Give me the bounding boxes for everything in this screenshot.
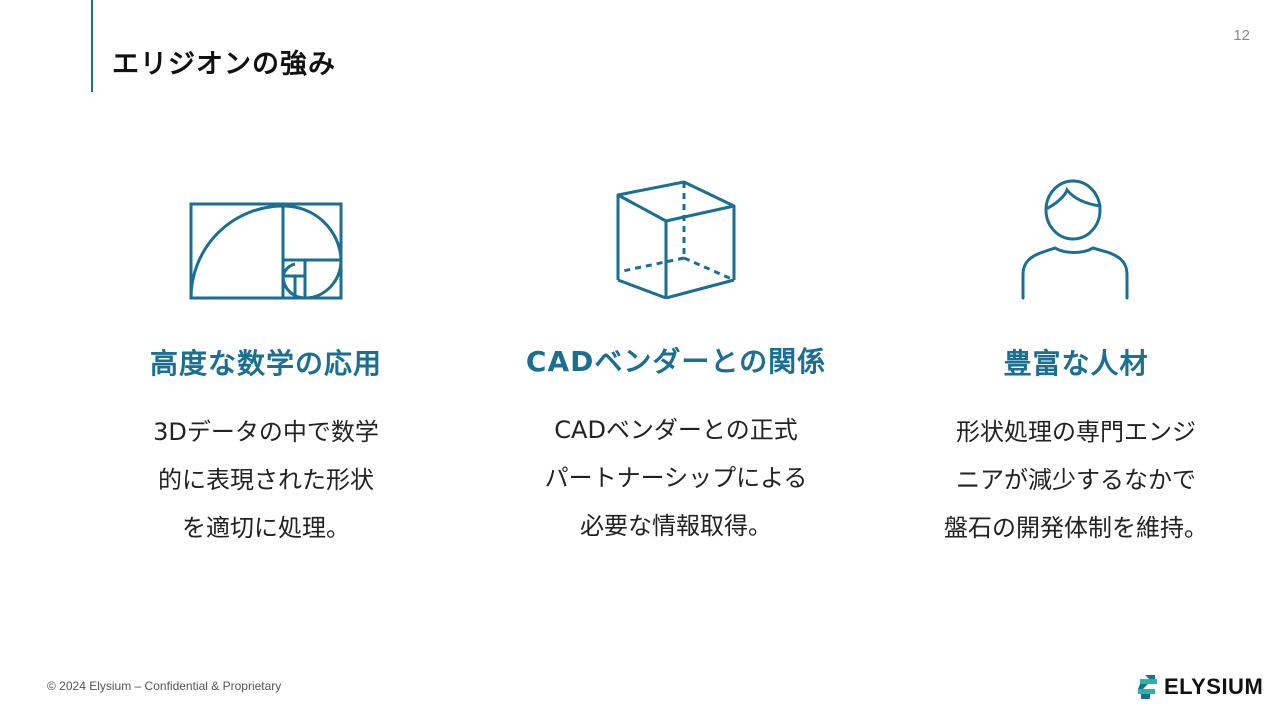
description-math: 3Dデータの中で数学 的に表現された形状 を適切に処理。 (86, 408, 446, 552)
heading-people: 豊富な人材 (1003, 347, 1149, 380)
strength-column-math: 高度な数学の応用 3Dデータの中で数学 的に表現された形状 を適切に処理。 (86, 170, 446, 570)
description-line: 盤石の開発体制を維持。 (944, 514, 1208, 542)
strength-column-cad: CADベンダーとの関係 CADベンダーとの正式 パートナーシップによる 必要な情… (496, 170, 856, 570)
description-line: パートナーシップによる (544, 464, 808, 492)
description-line: を適切に処理。 (182, 514, 350, 542)
heading-math: 高度な数学の応用 (149, 347, 382, 380)
logo-wordmark: ELYSIUM (1164, 674, 1264, 699)
description-line: 形状処理の専門エンジ (956, 418, 1196, 446)
description-line: 3Dデータの中で数学 (153, 418, 379, 446)
title-accent-bar (91, 0, 93, 92)
description-people: 形状処理の専門エンジ ニアが減少するなかで 盤石の開発体制を維持。 (896, 408, 1256, 552)
golden-spiral-icon (86, 170, 446, 300)
elysium-logo-mark-icon (1138, 675, 1157, 699)
description-line: ニアが減少するなかで (956, 466, 1196, 494)
description-cad: CADベンダーとの正式 パートナーシップによる 必要な情報取得。 (496, 406, 856, 550)
person-icon (896, 170, 1256, 300)
elysium-logo: ELYSIUM (1136, 672, 1263, 702)
page-number: 12 (1233, 27, 1250, 44)
cube-icon (496, 170, 856, 300)
slide-title: エリジオンの強み (112, 49, 336, 80)
heading-cad: CADベンダーとの関係 (525, 345, 827, 378)
description-line: 的に表現された形状 (158, 466, 374, 494)
strength-column-people: 豊富な人材 形状処理の専門エンジ ニアが減少するなかで 盤石の開発体制を維持。 (896, 170, 1256, 570)
description-line: 必要な情報取得。 (580, 512, 772, 540)
footer-copyright: © 2024 Elysium – Confidential & Propriet… (47, 679, 282, 693)
description-line: CADベンダーとの正式 (554, 416, 798, 444)
